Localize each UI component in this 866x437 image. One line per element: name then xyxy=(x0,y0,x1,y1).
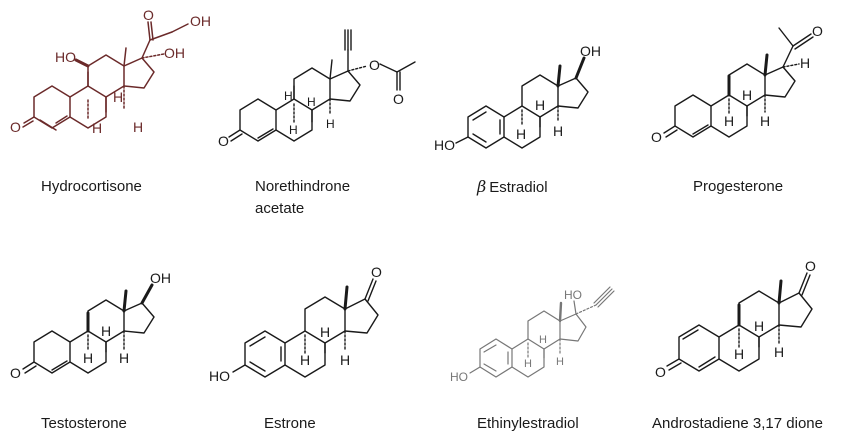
compound-hydrocortisone: O HO OH O OH H H H Hydrocortisone xyxy=(0,0,215,215)
compound-name: Androstadiene 3,17 dione xyxy=(652,415,823,432)
atom-oh17: OH xyxy=(580,43,601,59)
atom-h14: H xyxy=(760,113,770,129)
ethinylestradiol-structure: HO HO H H H xyxy=(450,286,615,384)
compound-progesterone: O O H H H H Progesterone xyxy=(645,0,866,215)
atom-h14: H xyxy=(556,356,564,368)
atom-h17: H xyxy=(800,55,810,71)
compound-norethindrone-acetate: O O O H H H H Norethindrone acetate xyxy=(215,0,430,217)
estrone-structure: HO O H H H xyxy=(209,264,382,384)
compound-name: Hydrocortisone xyxy=(41,178,142,195)
atom-h14: H xyxy=(119,350,129,366)
atom-h14: H xyxy=(326,117,335,131)
atom-h9: H xyxy=(92,120,102,136)
atom-oh17: OH xyxy=(150,270,171,286)
compound-name: Ethinylestradiol xyxy=(477,415,579,432)
norethindrone-acetate-structure: O O O H H H H xyxy=(218,29,416,149)
atom-h8: H xyxy=(535,97,545,113)
compound-name-text: Estradiol xyxy=(489,179,548,196)
atom-h9: H xyxy=(724,113,734,129)
atom-oh21: OH xyxy=(190,13,211,29)
atom-h8: H xyxy=(101,323,111,339)
atom-o17: O xyxy=(805,258,816,274)
atom-h9: H xyxy=(524,358,532,370)
atom-o20: O xyxy=(812,23,823,39)
atom-o17: O xyxy=(371,264,382,280)
atom-h14: H xyxy=(133,119,143,135)
atom-ho3: HO xyxy=(209,368,230,384)
atom-h8: H xyxy=(742,87,752,103)
compound-name: Estrone xyxy=(264,415,316,432)
atom-h8: H xyxy=(539,334,547,346)
compound-androstadiene-dione: O O H H H Androstadiene 3,17 dione xyxy=(645,235,866,437)
atom-h8: H xyxy=(307,95,316,109)
atom-h8: H xyxy=(320,324,330,340)
atom-h9: H xyxy=(300,352,310,368)
progesterone-structure: O O H H H H xyxy=(651,23,823,145)
atom-h9: H xyxy=(734,346,744,362)
atom-h8: H xyxy=(113,89,123,105)
atom-ho11: HO xyxy=(55,49,76,65)
atom-ho17: HO xyxy=(564,288,582,302)
atom-o3: O xyxy=(10,119,21,135)
compound-ethinylestradiol: HO HO H H H Ethinylestradiol xyxy=(430,235,645,437)
compound-name-line1: Norethindrone xyxy=(255,178,351,195)
atom-h9: H xyxy=(83,350,93,366)
compound-name: Testosterone xyxy=(41,415,127,432)
atom-h14: H xyxy=(774,344,784,360)
atom-o3: O xyxy=(655,364,666,380)
compound-name-line2: acetate xyxy=(255,200,305,217)
compound-name: Progesterone xyxy=(693,178,784,195)
beta-estradiol-structure: HO OH H H H xyxy=(434,43,601,153)
compound-estrone: HO O H H H Estrone xyxy=(209,235,430,437)
atom-o17: O xyxy=(369,57,380,73)
compound-testosterone: O OH H H H Testosterone xyxy=(0,235,215,437)
atom-o20: O xyxy=(143,7,154,23)
atom-h8: H xyxy=(754,318,764,334)
atom-h9: H xyxy=(516,126,526,142)
atom-o3: O xyxy=(218,133,229,149)
androstadiene-dione-structure: O O H H H xyxy=(655,258,816,380)
atom-oh17: OH xyxy=(164,45,185,61)
atom-o-carbonyl: O xyxy=(393,91,404,107)
atom-o3: O xyxy=(10,365,21,381)
testosterone-structure: O OH H H H xyxy=(10,270,171,381)
atom-h14: H xyxy=(340,352,350,368)
atom-o3: O xyxy=(651,129,662,145)
atom-ho3: HO xyxy=(434,137,455,153)
hydrocortisone-structure: O HO OH O OH H H H xyxy=(10,7,211,136)
beta-symbol: β xyxy=(477,177,487,196)
atom-h9: H xyxy=(289,123,298,137)
atom-ho3: HO xyxy=(450,370,468,384)
atom-h10: H xyxy=(284,89,293,103)
atom-h14: H xyxy=(553,123,563,139)
